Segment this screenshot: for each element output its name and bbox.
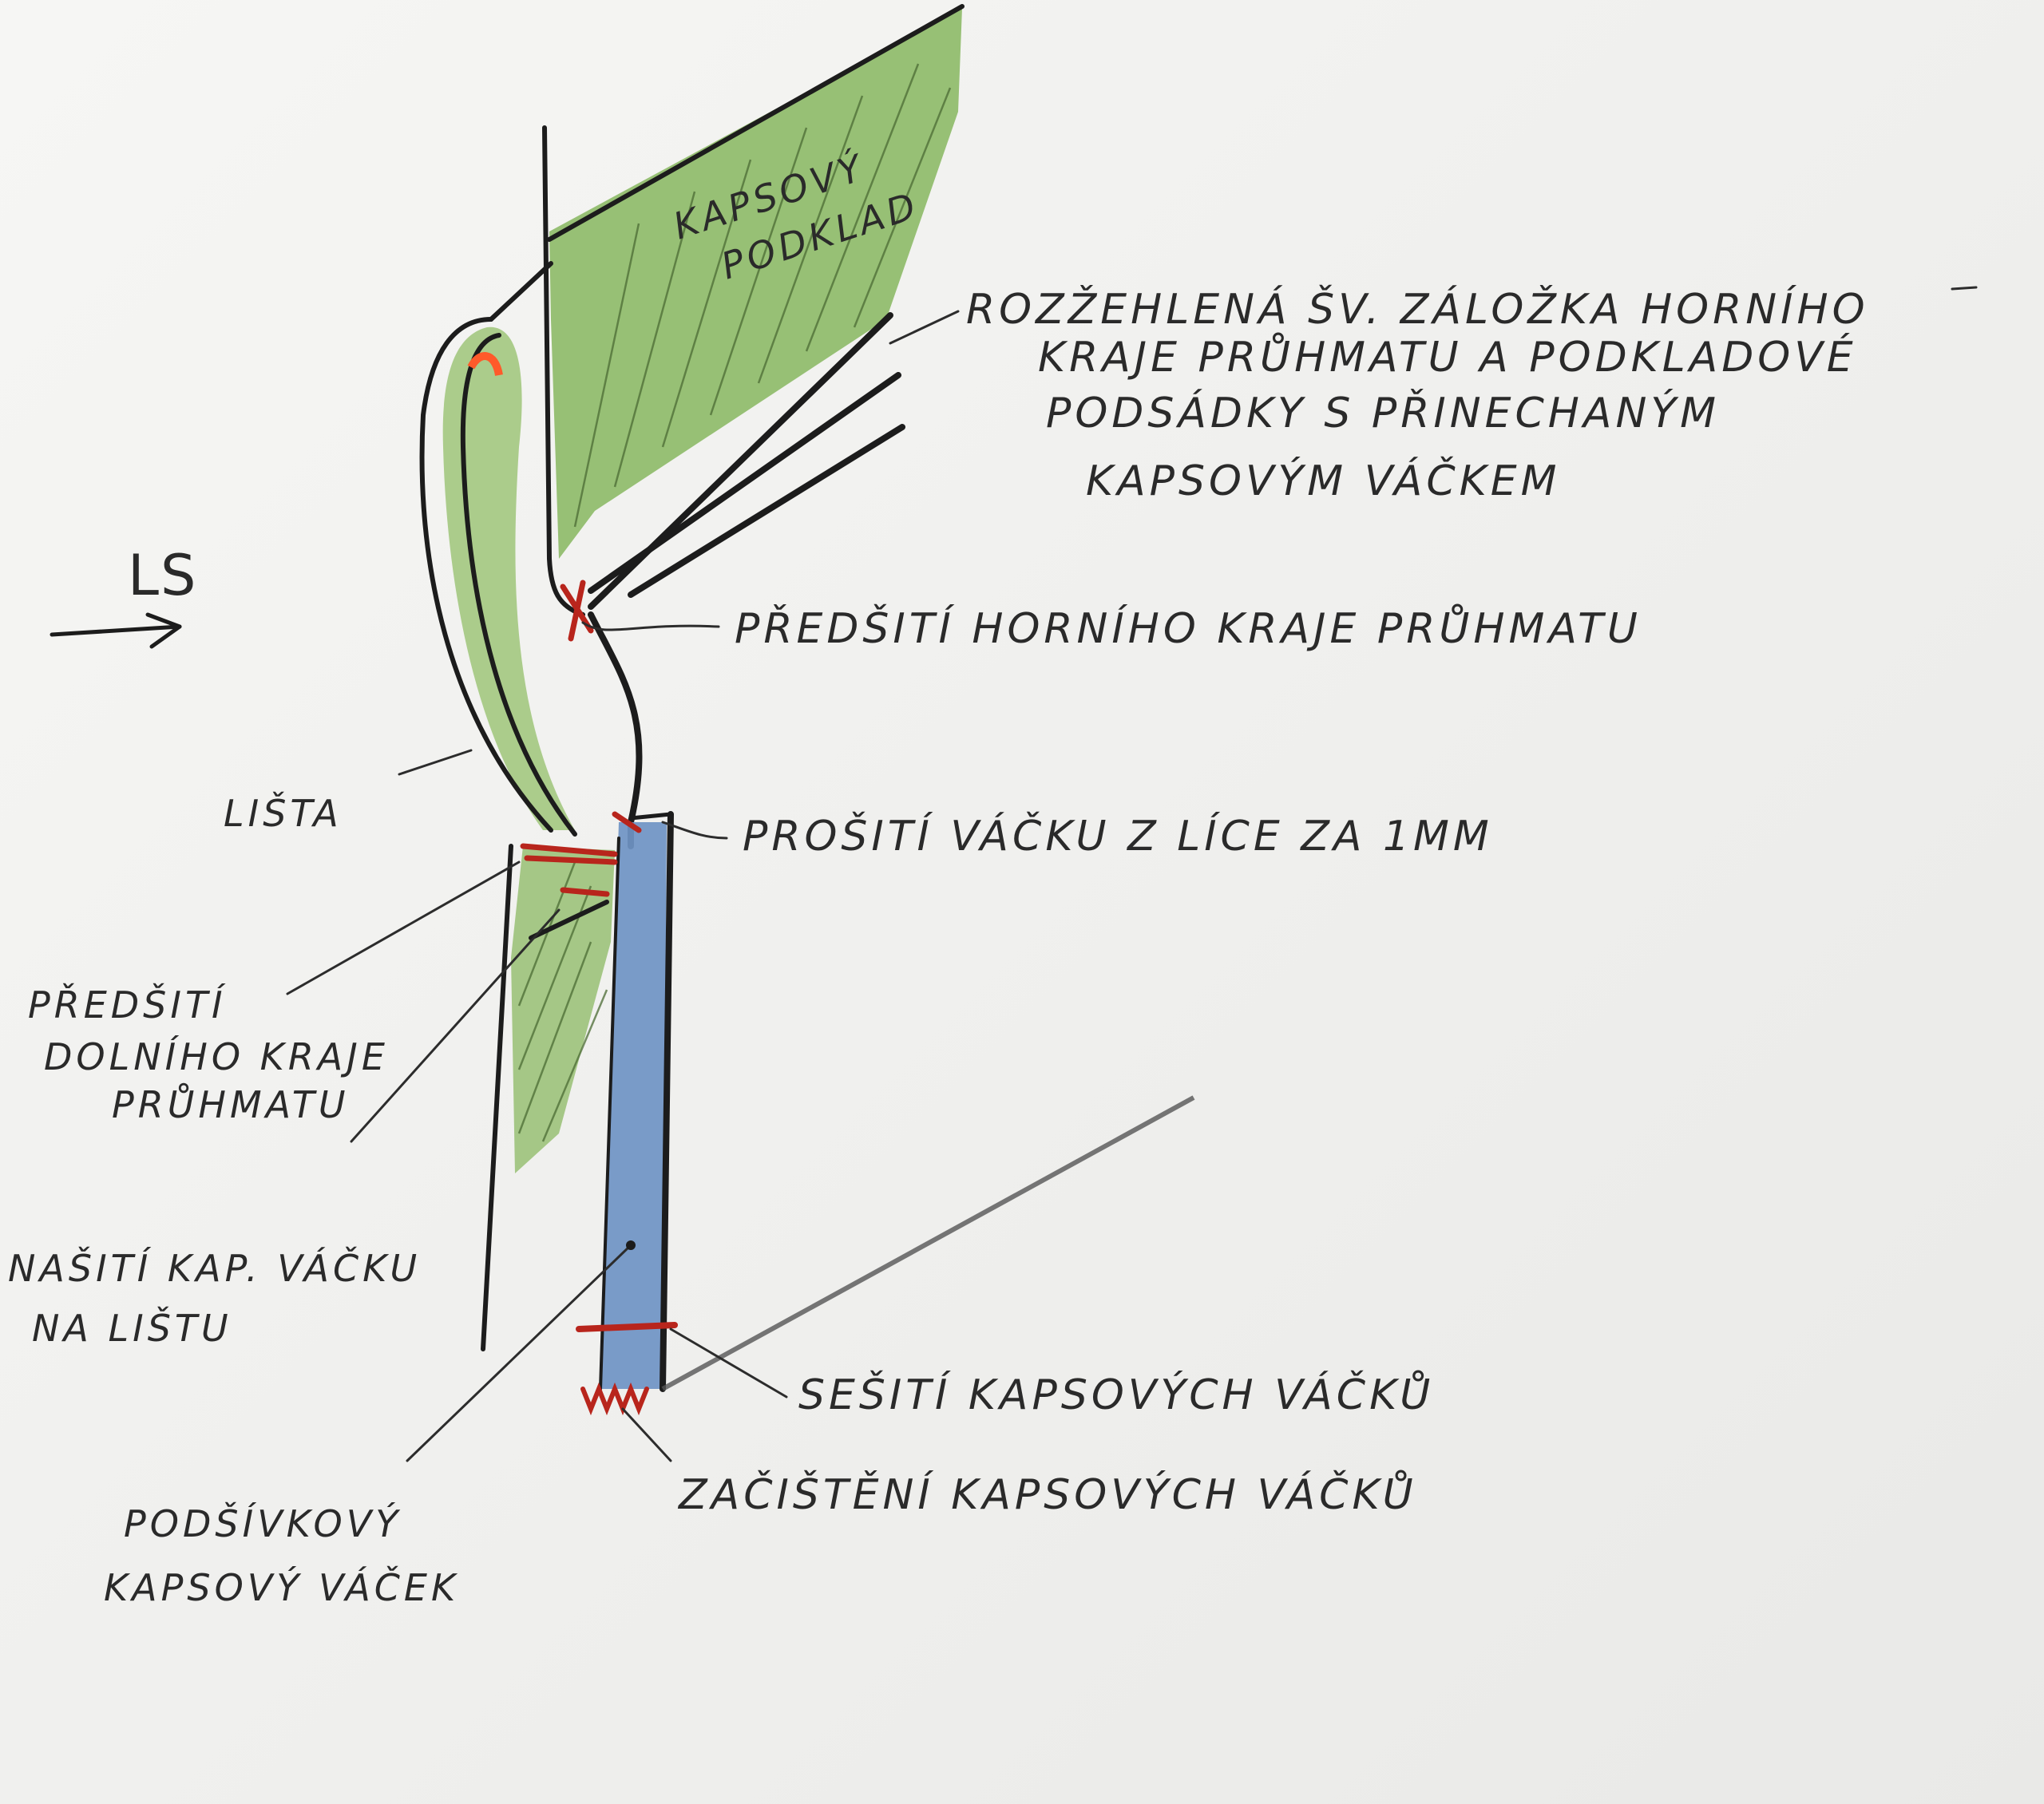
label-predsiti-dolniho-3: PRŮHMATU	[112, 1083, 350, 1126]
label-prositi-vacku: PROŠITÍ VÁČKU Z LÍCE ZA 1MM	[743, 811, 1493, 860]
label-ls: LS	[128, 543, 197, 608]
label-predsiti-horniho: PŘEDŠITÍ HORNÍHO KRAJE PRŮHMATU	[735, 603, 1642, 653]
lista-welt	[419, 317, 577, 837]
label-predsiti-dolniho-2: DOLNÍHO KRAJE	[44, 1035, 389, 1078]
label-zacisteni: ZAČIŠTĚNÍ KAPSOVÝCH VÁČKŮ	[677, 1470, 1417, 1519]
label-seseni: SEŠITÍ KAPSOVÝCH VÁČKŮ	[798, 1370, 1434, 1419]
leader-lines	[286, 286, 1978, 1462]
fabric-outline-lines	[481, 125, 905, 1351]
label-podsivkovy-1: PODŠÍVKOVÝ	[124, 1501, 402, 1545]
red-stitches	[520, 580, 678, 1416]
label-rozzehlena-1: ROZŽEHLENÁ ŠV. ZÁLOŽKA HORNÍHO	[966, 284, 1869, 334]
label-rozzehlena-3: PODSÁDKY S PŘINECHANÝM	[1046, 389, 1720, 437]
ls-direction-arrow	[50, 612, 182, 649]
kapsovy-podklad-fabric	[547, 4, 965, 559]
label-podsivkovy-2: KAPSOVÝ VÁČEK	[104, 1565, 459, 1609]
label-predsiti-dolniho-1: PŘEDŠITÍ	[28, 983, 227, 1027]
podsivkovy-kapsovy-vacek	[599, 811, 674, 1392]
lower-green-piece	[511, 846, 615, 1173]
label-rozzehlena-4: KAPSOVÝM VÁČKEM	[1086, 456, 1560, 505]
label-nasiti-1: NAŠITÍ KAP. VÁČKU	[8, 1246, 421, 1290]
upper-pocket-bag-line	[661, 1095, 1195, 1391]
label-lista: LIŠTA	[224, 791, 343, 835]
label-nasiti-2: NA LIŠTU	[32, 1306, 232, 1350]
label-rozzehlena-2: KRAJE PRŮHMATU A PODKLADOVÉ	[1038, 332, 1857, 382]
